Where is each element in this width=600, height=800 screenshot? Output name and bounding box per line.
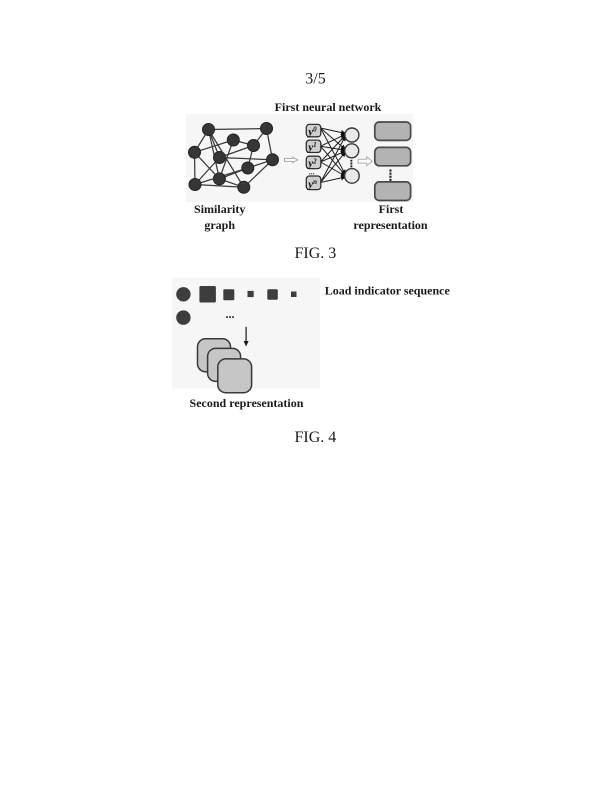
svg-text:FIG. 4: FIG. 4	[295, 429, 337, 446]
svg-text:First neural network: First neural network	[275, 100, 382, 114]
svg-text:...: ...	[309, 167, 315, 176]
svg-text:3/5: 3/5	[305, 71, 325, 88]
svg-text:yn: yn	[306, 178, 317, 190]
svg-text:FIG. 3: FIG. 3	[295, 245, 337, 262]
svg-text:y0: y0	[306, 126, 317, 138]
svg-text:graph: graph	[204, 218, 235, 232]
svg-text:Similarity: Similarity	[194, 202, 245, 216]
svg-text:y1: y1	[306, 141, 316, 153]
svg-text:First: First	[379, 202, 404, 216]
svg-text:Load indicator sequence: Load indicator sequence	[325, 284, 451, 298]
svg-text:representation: representation	[353, 218, 428, 232]
svg-text:...: ...	[226, 307, 235, 321]
svg-text:y2: y2	[306, 157, 317, 169]
svg-text:Second representation: Second representation	[190, 396, 304, 410]
